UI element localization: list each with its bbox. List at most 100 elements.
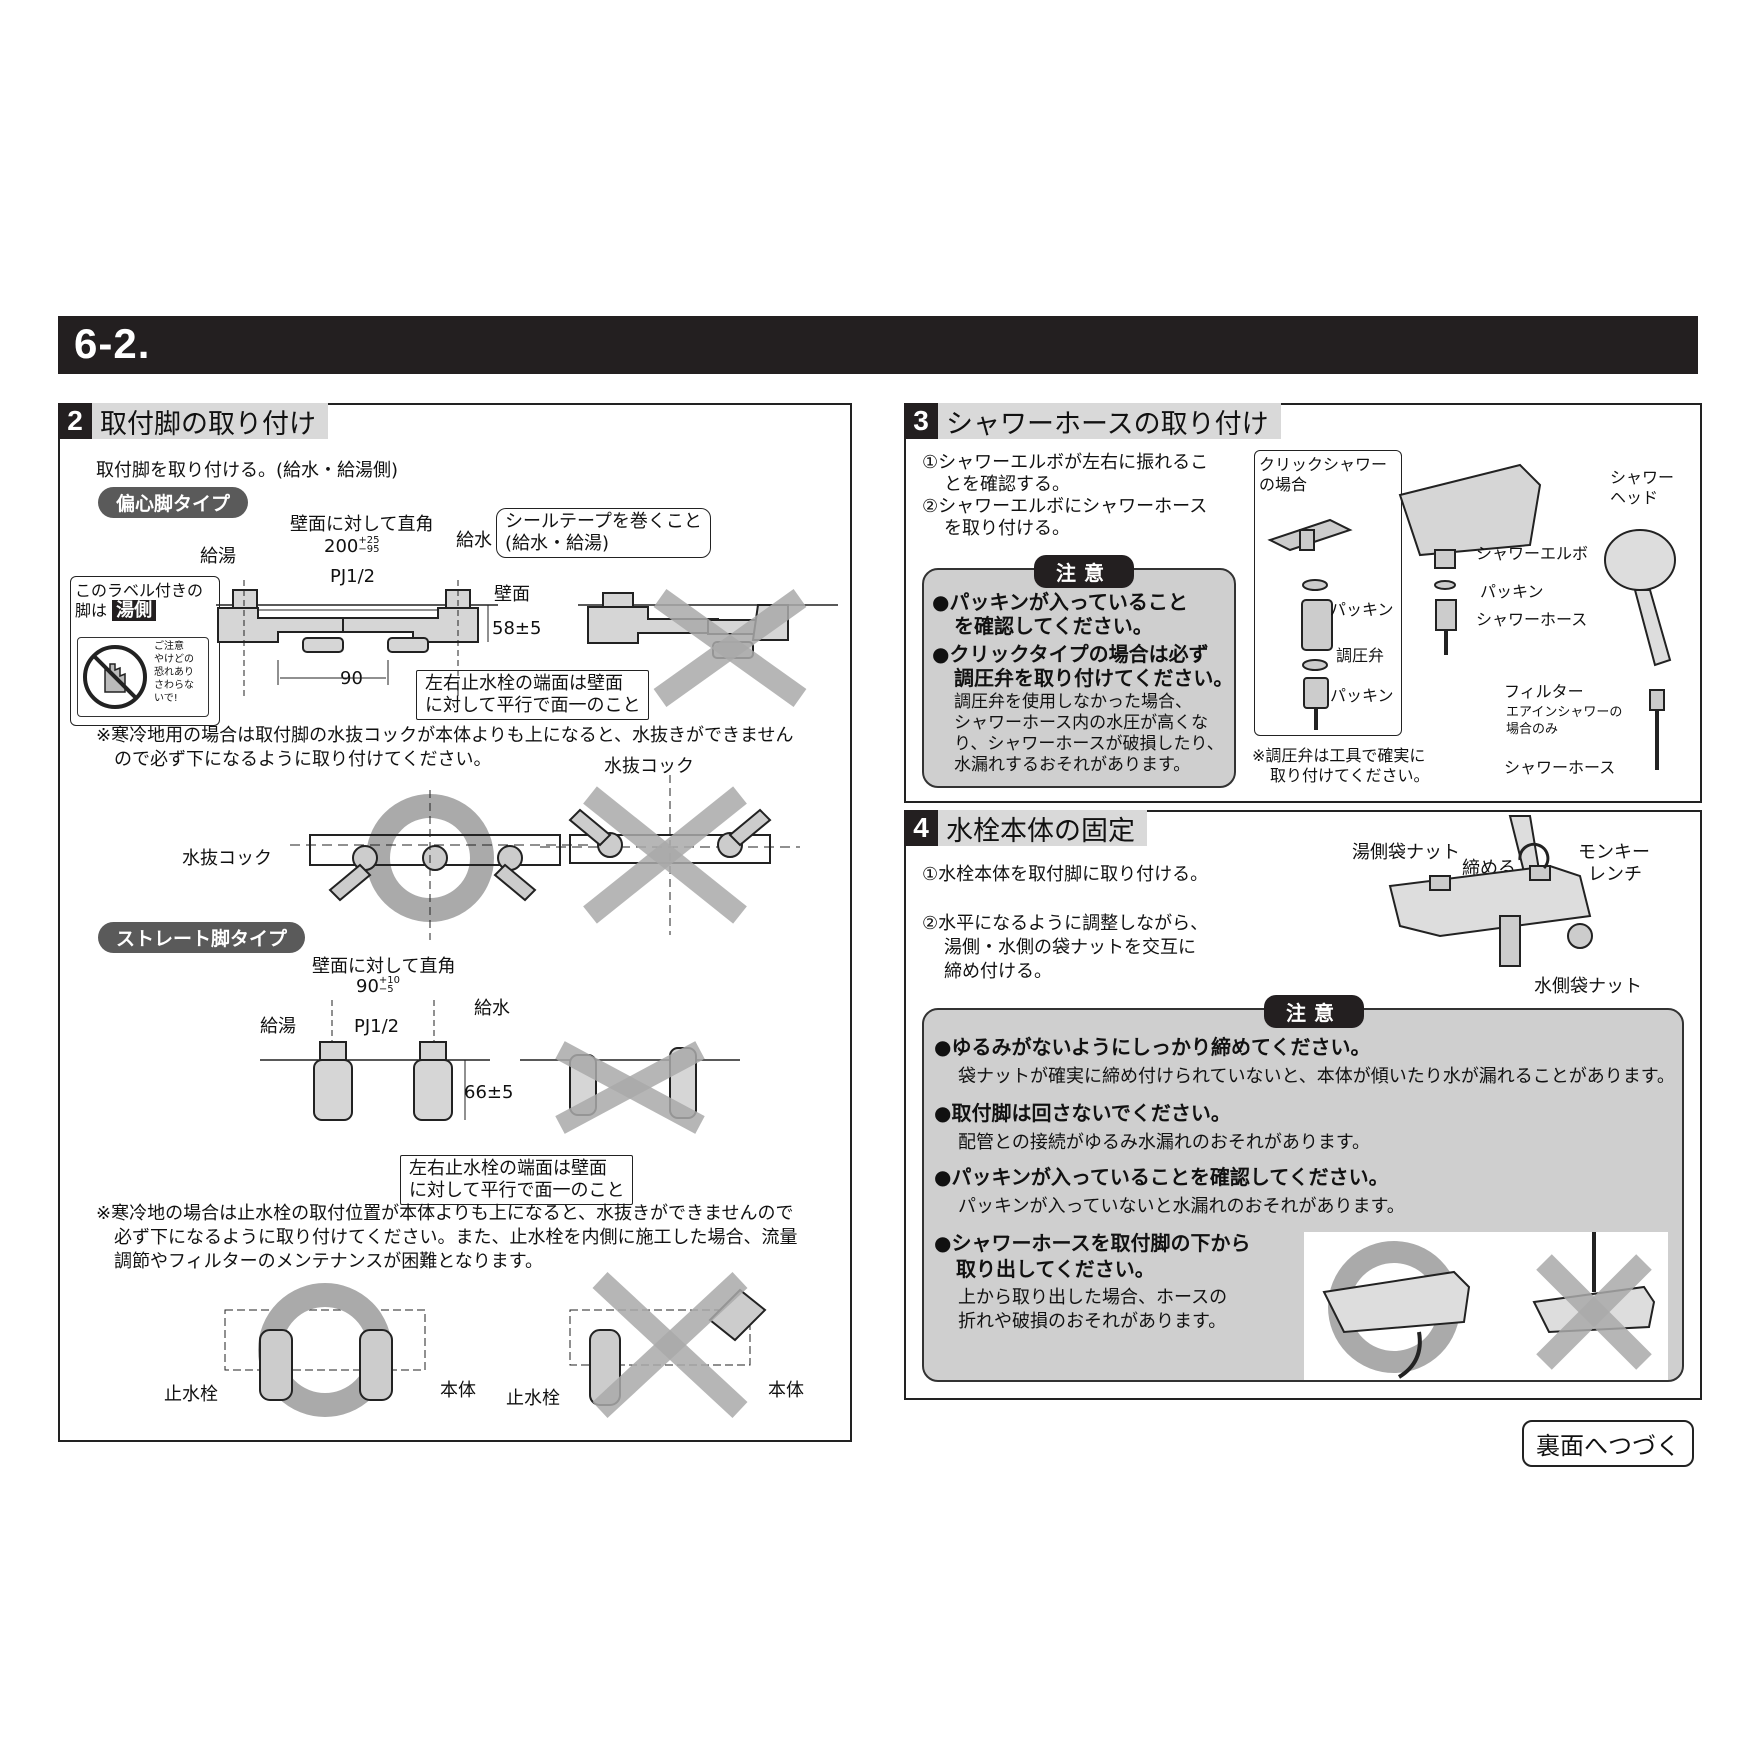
filter-note-1: エアインシャワーの [1506, 705, 1623, 720]
section-4-title: 水栓本体の固定 [946, 815, 1135, 847]
cold-note-2-line-3: 調節やフィルターのメンテナンスが困難となります。 [114, 1251, 543, 1272]
shower-head-label: シャワー ヘッド [1610, 468, 1674, 508]
cold-region-note-1: ※寒冷地用の場合は取付脚の水抜コックが本体よりも上になると、水抜きができません … [96, 724, 793, 772]
s3-detail-1: 調圧弁を使用しなかった場合、 [954, 692, 1192, 712]
section-3-notice-tag: 注意 [1034, 555, 1134, 588]
s4-item-4-body-2: 折れや破損のおそれがあります。 [958, 1311, 1227, 1332]
pj-label: PJ1/2 [330, 566, 376, 587]
section-3-steps: ①シャワーエルボが左右に振れるこ とを確認する。 ②シャワーエルボにシャワーホー… [922, 452, 1208, 540]
wall-right-angle-label: 壁面に対して直角 [290, 514, 434, 535]
s3-step-2b: を取り付ける。 [944, 518, 1070, 539]
s4-item-4-body-1: 上から取り出した場合、ホースの [958, 1287, 1228, 1308]
s3-notice-item-2: ●クリックタイプの場合は必ず 調圧弁を取り付けてください。 [932, 642, 1233, 690]
body-label-2: 本体 [768, 1380, 804, 1401]
hose-routing-drawing [1322, 1232, 1656, 1379]
label-note-line-2: 脚は [75, 601, 108, 620]
drain-cock-correct-drawing [290, 790, 590, 940]
sticker-line-1: ご注意 [154, 641, 184, 652]
packing-label-3: パッキン [1480, 582, 1544, 601]
s3-notice-1-line-2: を確認してください。 [954, 614, 1153, 638]
no-touch-icon [83, 645, 147, 709]
filter-note: エアインシャワーの 場合のみ [1506, 704, 1622, 738]
click-shower-parts-drawing [1267, 518, 1353, 730]
s4-item-2-body: 配管との接続がゆるみ水漏れのおそれがあります。 [958, 1132, 1371, 1153]
wall-label: 壁面 [494, 584, 530, 605]
stop-valve-wrong-drawing [569, 1271, 767, 1419]
caution-sticker: ご注意 やけどの 恐れあり さわらな いで! [77, 637, 209, 717]
shower-elbow-label: シャワーエルボ [1476, 544, 1589, 563]
shower-head-line-2: ヘッド [1610, 488, 1659, 507]
seal-tape-line-1: シールテープを巻くこと [505, 511, 702, 532]
cold-water-label: 給水 [456, 530, 492, 551]
drain-cock-wrong-drawing [540, 775, 800, 935]
section-header-bar: 6-2. [58, 316, 1698, 374]
cold-nut-label: 水側袋ナット [1534, 976, 1642, 997]
sticker-line-2: やけどの [154, 654, 194, 665]
continue-on-back-label: 裏面へつづく [1522, 1420, 1694, 1467]
hot-side-badge: 湯側 [112, 600, 157, 621]
reg-note-2: 取り付けてください。 [1270, 766, 1430, 785]
shower-elbow-drawing [1398, 463, 1542, 655]
filter-label: フィルター [1504, 682, 1584, 701]
flush-note-2-line-1: 左右止水栓の端面は壁面 [409, 1158, 607, 1179]
flush-note-1: 左右止水栓の端面は壁面 に対して平行で面一のこと [416, 670, 650, 720]
wrench-label: モンキー レンチ [1578, 842, 1650, 886]
dimension-200: 200+25−95 [324, 536, 379, 558]
wrench-line-1: モンキー [1578, 842, 1650, 863]
regulator-note: ※調圧弁は工具で確実に 取り付けてください。 [1252, 746, 1430, 786]
hot-nut-label: 湯側袋ナット [1352, 842, 1460, 863]
straight-leg-drawing [260, 1000, 740, 1134]
section-2-heading: 2 取付脚の取り付け [58, 403, 328, 440]
wrong-mark-eccentric [653, 589, 807, 707]
s4-step-1: ①水栓本体を取付脚に取り付ける。 [922, 864, 1209, 885]
s4-item-4-head-2: 取り出してください。 [956, 1257, 1155, 1281]
label-note-line-1: このラベル付きの [75, 581, 204, 600]
cold-note-2-line-2: 必ず下になるように取り付けてください。また、止水栓を内側に施工した場合、流量 [114, 1227, 798, 1248]
s3-step-1b: とを確認する。 [944, 474, 1070, 495]
hose-routing-illustration [1304, 1232, 1668, 1380]
section-3-heading: 3 シャワーホースの取り付け [904, 403, 1281, 440]
section-3-number: 3 [904, 403, 938, 439]
section-2-number: 2 [58, 403, 92, 439]
eccentric-type-pill: 偏心脚タイプ [98, 487, 249, 518]
section-4-heading: 4 水栓本体の固定 [904, 810, 1147, 847]
s4-step-2c: 締め付ける。 [944, 961, 1052, 982]
tol-down: −95 [358, 544, 380, 555]
section-4-notice-tag: 注意 [1264, 995, 1364, 1028]
s3-step-2a: ②シャワーエルボにシャワーホース [922, 496, 1208, 517]
flush-note-1-line-1: 左右止水栓の端面は壁面 [425, 673, 623, 694]
cold-note-1-line-1: ※寒冷地用の場合は取付脚の水抜コックが本体よりも上になると、水抜きができません [96, 725, 794, 746]
section-2-intro: 取付脚を取り付ける。(給水・給湯側) [96, 460, 399, 481]
shower-head-drawing [1604, 529, 1676, 770]
s4-item-3-head: ●パッキンが入っていることを確認してください。 [934, 1165, 1389, 1189]
stop-valve-label-2: 止水栓 [506, 1388, 560, 1409]
body-label-1: 本体 [440, 1380, 476, 1401]
faucet-fixing-drawing [1388, 815, 1593, 967]
seal-tape-line-2: (給水・給湯) [505, 533, 610, 554]
s4-step-2: ②水平になるように調整しながら、 湯側・水側の袋ナットを交互に 締め付ける。 [922, 912, 1208, 984]
s4-item-4-body: 上から取り出した場合、ホースの 折れや破損のおそれがあります。 [958, 1286, 1227, 1334]
click-box-line-1: クリックシャワー [1259, 455, 1388, 474]
cold-note-1-line-2: ので必ず下になるように取り付けてください。 [114, 749, 492, 770]
sticker-line-3: 恐れあり [154, 667, 194, 678]
straight-type-pill: ストレート脚タイプ [98, 922, 306, 953]
s4-item-1-body: 袋ナットが確実に締め付けられていないと、本体が傾いたり水が漏れることがあります。 [958, 1066, 1675, 1087]
s4-step-2b: 湯側・水側の袋ナットを交互に [944, 937, 1196, 958]
s4-item-3-body: パッキンが入っていないと水漏れのおそれがあります。 [958, 1196, 1405, 1217]
s3-notice-2-line-2: 調圧弁を取り付けてください。 [954, 666, 1234, 690]
straight-wall-right-angle: 壁面に対して直角 [312, 956, 456, 977]
s4-step-2a: ②水平になるように調整しながら、 [922, 913, 1209, 934]
tol-up-2: +10 [378, 975, 401, 986]
s3-step-1a: ①シャワーエルボが左右に振れるこ [922, 452, 1209, 473]
seal-tape-note: シールテープを巻くこと (給水・給湯) [496, 508, 711, 558]
drain-cock-label-left: 水抜コック [182, 848, 272, 869]
section-4-number: 4 [904, 810, 938, 846]
s3-notice-detail: 調圧弁を使用しなかった場合、 シャワーホース内の水圧が高くな り、シャワーホース… [954, 692, 1224, 776]
s3-notice-2-line-1: ●クリックタイプの場合は必ず [932, 642, 1209, 666]
straight-pj-label: PJ1/2 [354, 1016, 400, 1037]
flush-note-2: 左右止水栓の端面は壁面 に対して平行で面一のこと [400, 1155, 634, 1205]
drain-cock-label-right: 水抜コック [604, 756, 694, 777]
shower-hose-label-2: シャワーホース [1504, 758, 1616, 777]
click-box-line-2: の場合 [1259, 475, 1308, 494]
sticker-line-5: いで! [154, 693, 178, 704]
